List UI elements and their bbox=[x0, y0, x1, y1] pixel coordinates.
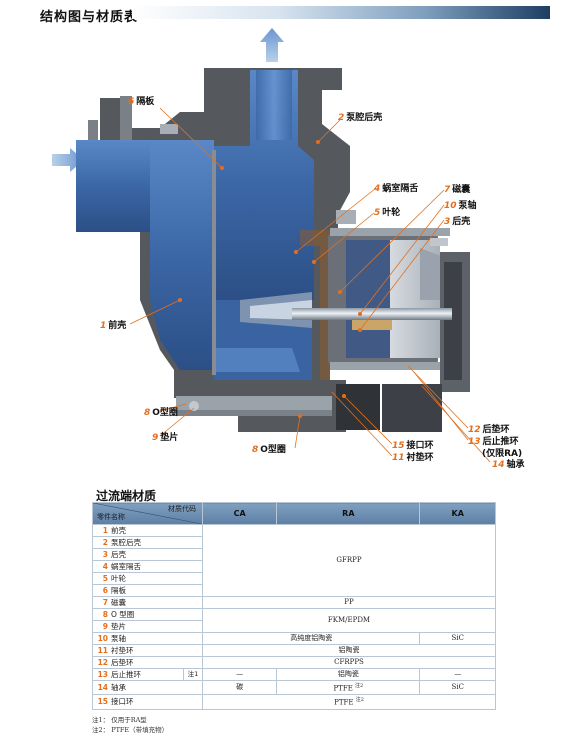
header-diagonal-cell: 材质代码 零件名称 bbox=[92, 502, 203, 525]
page-title: 结构图与材质表 bbox=[40, 10, 139, 25]
header: 结构图与材质表 bbox=[0, 0, 584, 28]
header-material-code: 材质代码 bbox=[168, 505, 196, 513]
header-part-name: 零件名称 bbox=[97, 513, 125, 521]
pump-drawing bbox=[52, 28, 491, 463]
base-plate bbox=[176, 384, 442, 432]
cell-alu-ceram-ra: 铝陶瓷 bbox=[276, 668, 421, 681]
cell-pp: PP bbox=[202, 596, 496, 609]
cell-sic: SiC bbox=[419, 632, 496, 645]
cell-alu-ceram: 铝陶瓷 bbox=[202, 644, 496, 657]
separator-plate bbox=[212, 150, 216, 375]
bolts bbox=[160, 124, 356, 224]
row-note: 注1 bbox=[183, 668, 203, 681]
bearing bbox=[352, 320, 392, 330]
cell-ptfe: PTFE 注2 bbox=[276, 679, 421, 696]
cell-fkm: FKM/EPDM bbox=[202, 608, 496, 633]
section-title-materials: 过流端材质 bbox=[96, 489, 157, 503]
cell-carbon: 碳 bbox=[201, 679, 278, 696]
cell-gfrpp: GFRPP bbox=[202, 524, 496, 597]
cell-dash-ka: — bbox=[419, 668, 496, 681]
footnote-2: 注2： PTFE（带填充物） bbox=[92, 726, 169, 734]
outlet-arrow-icon bbox=[260, 28, 284, 62]
fluid-chambers bbox=[76, 70, 314, 380]
cell-dash-ca: — bbox=[201, 668, 278, 681]
col-header-ra: RA bbox=[276, 502, 421, 525]
col-header-ca: CA bbox=[201, 502, 278, 525]
header-gradient-bar bbox=[132, 6, 550, 19]
label-ra-only: (仅限RA) bbox=[482, 449, 523, 459]
leader-lines bbox=[129, 107, 491, 463]
motor-housing bbox=[328, 228, 470, 392]
cell-alumina: 高纯度铝陶瓷 bbox=[201, 632, 421, 645]
cell-ptfe-2: PTFE 注2 bbox=[202, 694, 496, 710]
cell-cfrpps: CFRPPS bbox=[202, 656, 496, 669]
col-header-ka: KA bbox=[419, 502, 496, 525]
table-header-row: 材质代码 零件名称 CA RA KA bbox=[92, 502, 496, 525]
diagonal-line bbox=[93, 503, 202, 524]
cell-sic-2: SiC bbox=[419, 679, 496, 696]
footnote-1: 注1： 仅用于RA型 bbox=[92, 716, 147, 724]
leader-dots bbox=[178, 140, 362, 418]
